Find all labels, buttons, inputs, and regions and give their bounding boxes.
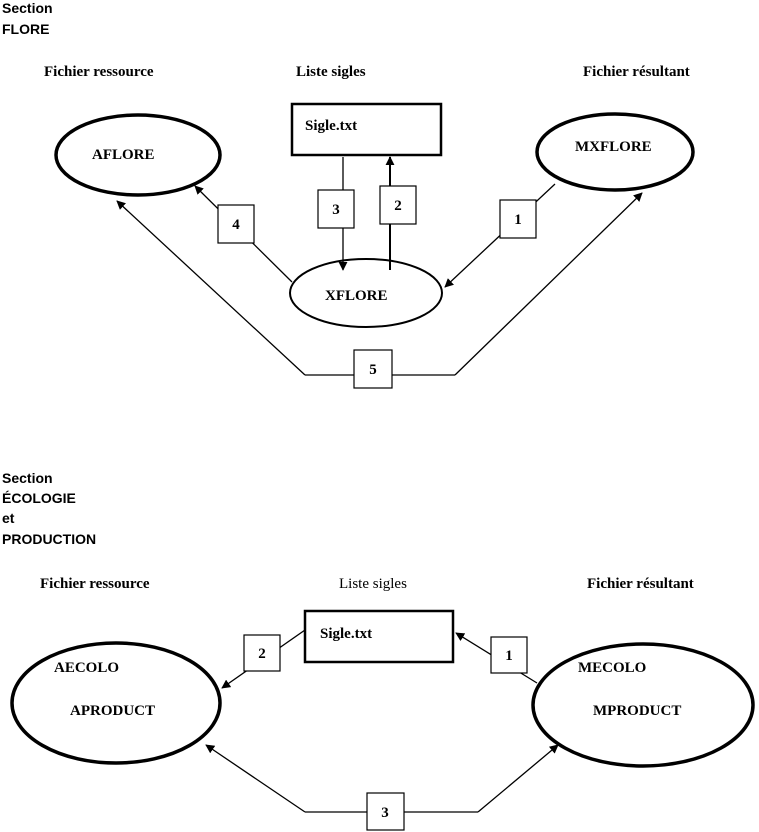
section-flore: Section FLORE Fichier ressource Liste si…	[2, 0, 695, 389]
section-ecologie-production: Section ÉCOLOGIE et PRODUCTION Fichier r…	[2, 470, 755, 831]
node-aecolo-aproduct	[10, 641, 222, 765]
eco-step-label-2: 2	[258, 646, 266, 662]
node-sigle-txt-eco	[303, 609, 455, 664]
flore-step-box-3	[317, 189, 355, 229]
node-sigle-txt-flore	[290, 102, 443, 157]
eco-col-resource: Fichier ressource	[40, 576, 150, 592]
node-aproduct-label: APRODUCT	[70, 703, 155, 719]
flore-link-step5-left	[116, 200, 306, 376]
flore-step-label-3: 3	[332, 202, 340, 218]
section-flore-title-line1: Section	[2, 0, 53, 16]
flore-step-label-5: 5	[369, 362, 377, 378]
eco-link-step3-left	[205, 744, 306, 813]
flore-step-box-5	[353, 349, 393, 389]
flore-col-result: Fichier résultant	[583, 64, 690, 80]
flore-step-box-1	[499, 199, 537, 239]
eco-step-box-1	[490, 636, 528, 674]
node-mxflore	[535, 112, 695, 192]
eco-col-list: Liste sigles	[339, 576, 407, 592]
node-mproduct-label: MPRODUCT	[593, 703, 681, 719]
section-flore-title-line2: FLORE	[2, 21, 49, 37]
section-eco-title-line4: PRODUCTION	[2, 531, 96, 547]
section-eco-title-line1: Section	[2, 470, 53, 486]
node-aecolo-label: AECOLO	[54, 660, 119, 676]
eco-link-step3-right	[477, 744, 559, 813]
eco-step-label-1: 1	[505, 648, 513, 664]
eco-col-result: Fichier résultant	[587, 576, 694, 592]
flore-step-box-4	[217, 204, 255, 244]
flore-step-label-1: 1	[514, 212, 522, 228]
eco-step-box-2	[243, 634, 281, 672]
node-sigle-txt-flore-label: Sigle.txt	[305, 118, 357, 134]
flore-col-list: Liste sigles	[296, 64, 366, 80]
node-mecolo-mproduct	[531, 642, 755, 768]
flore-col-resource: Fichier ressource	[44, 64, 154, 80]
node-aflore	[54, 113, 222, 197]
node-mecolo-label: MECOLO	[578, 660, 646, 676]
node-xflore	[289, 258, 443, 328]
flore-step-box-2	[379, 185, 417, 225]
flore-link-step5-right	[454, 192, 643, 376]
section-eco-title-line2: ÉCOLOGIE	[2, 490, 76, 506]
node-aflore-label: AFLORE	[92, 147, 155, 163]
flore-step-label-2: 2	[394, 198, 402, 214]
node-mxflore-label: MXFLORE	[575, 139, 652, 155]
eco-step-box-3	[366, 792, 405, 831]
node-sigle-txt-eco-label: Sigle.txt	[320, 626, 372, 642]
section-eco-title-line3: et	[2, 510, 15, 526]
node-xflore-label: XFLORE	[325, 288, 388, 304]
flore-step-label-4: 4	[232, 217, 240, 233]
eco-step-label-3: 3	[381, 805, 389, 821]
